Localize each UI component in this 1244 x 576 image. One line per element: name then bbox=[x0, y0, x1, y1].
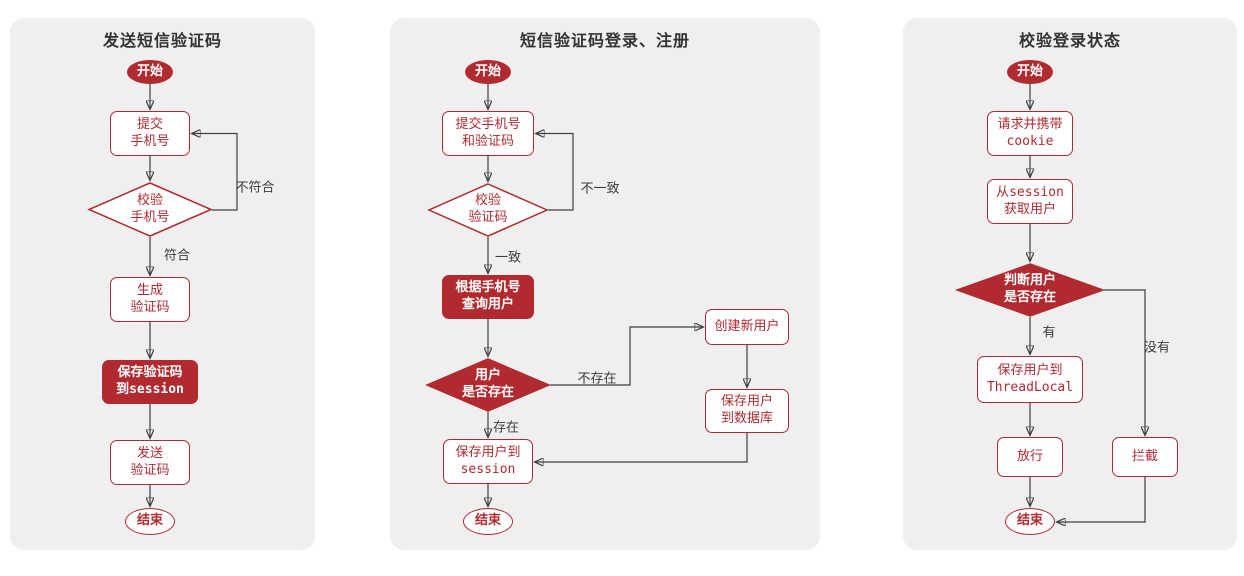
node-judge-user-exists: 判断用户 是否存在 bbox=[954, 263, 1106, 317]
arrow-savedb-to-session bbox=[535, 433, 748, 462]
node-get-user-from-session: 从session 获取用户 bbox=[987, 179, 1073, 224]
node-end: 结束 bbox=[125, 508, 175, 535]
edge-label-has: 有 bbox=[1042, 325, 1056, 341]
node-intercept: 拦截 bbox=[1112, 437, 1178, 477]
connector-layer bbox=[390, 84, 820, 550]
connector-layer bbox=[10, 84, 238, 550]
arrow-not-exist-to-create bbox=[550, 327, 703, 386]
flowchart-panel-sms-login-register: 短信验证码登录、注册 开始 提交手机号 和验证码 校验 验证码 bbox=[390, 18, 820, 550]
flowchart-panel-send-sms-code: 发送短信验证码 开始 提交 手机号 校验 手机号 不符合 符合 生 bbox=[10, 18, 315, 550]
diamond-shape bbox=[954, 263, 1106, 317]
node-start: 开始 bbox=[1007, 60, 1053, 84]
node-create-new-user: 创建新用户 bbox=[705, 309, 789, 345]
node-judge-user-exists-label: 判断用户 是否存在 bbox=[1003, 273, 1056, 305]
flowchart-panel-check-login-status: 校验登录状态 开始 请求并携带 cookie 从session 获取用户 判断用 bbox=[903, 18, 1237, 550]
node-check-phone-label: 校验 手机号 bbox=[130, 192, 170, 225]
connector-layer bbox=[903, 84, 1237, 550]
node-generate-code: 生成 验证码 bbox=[110, 277, 190, 322]
node-end: 结束 bbox=[463, 508, 513, 535]
arrow-intercept-to-end bbox=[1057, 477, 1146, 522]
edge-label-not-exist: 不存在 bbox=[577, 371, 617, 387]
arrow-nothas-to-intercept bbox=[1104, 289, 1145, 435]
edge-label-match: 一致 bbox=[494, 250, 522, 266]
node-request-with-cookie: 请求并携带 cookie bbox=[987, 111, 1073, 156]
node-submit-phone-code: 提交手机号 和验证码 bbox=[442, 111, 534, 156]
edge-label-no-match: 不符合 bbox=[235, 180, 275, 196]
flowchart-title: 短信验证码登录、注册 bbox=[519, 31, 690, 50]
node-end: 结束 bbox=[1005, 508, 1055, 535]
node-user-exists-label: 用户 是否存在 bbox=[461, 368, 514, 400]
node-query-user-by-phone: 根据手机号 查询用户 bbox=[442, 275, 534, 319]
node-start: 开始 bbox=[465, 60, 511, 84]
flowchart-title: 发送短信验证码 bbox=[102, 31, 222, 50]
node-submit-phone: 提交 手机号 bbox=[110, 111, 190, 156]
node-user-exists: 用户 是否存在 bbox=[425, 358, 551, 412]
flowchart-title: 校验登录状态 bbox=[1018, 31, 1121, 50]
node-check-code-label: 校验 验证码 bbox=[468, 193, 508, 225]
arrow-no-match-feedback bbox=[192, 134, 238, 211]
node-save-user-db: 保存用户 到数据库 bbox=[705, 389, 789, 433]
node-save-user-session: 保存用户到 session bbox=[443, 439, 533, 484]
node-save-user-threadlocal: 保存用户到 ThreadLocal bbox=[977, 356, 1083, 403]
node-check-code: 校验 验证码 bbox=[427, 183, 549, 237]
diamond-shape bbox=[425, 358, 551, 412]
edge-label-not-has: 没有 bbox=[1143, 340, 1171, 356]
edge-label-match: 符合 bbox=[163, 248, 191, 264]
diamond-shape bbox=[427, 183, 549, 237]
arrow-mismatch-feedback bbox=[536, 134, 574, 211]
node-start: 开始 bbox=[127, 60, 173, 84]
node-save-code-session: 保存验证码 到session bbox=[102, 360, 198, 404]
diamond-shape bbox=[87, 182, 213, 237]
node-send-code: 发送 验证码 bbox=[110, 440, 190, 485]
edge-label-exist: 存在 bbox=[492, 420, 520, 436]
node-check-phone: 校验 手机号 bbox=[87, 182, 213, 237]
node-pass: 放行 bbox=[997, 437, 1063, 477]
edge-label-mismatch: 不一致 bbox=[580, 181, 620, 197]
